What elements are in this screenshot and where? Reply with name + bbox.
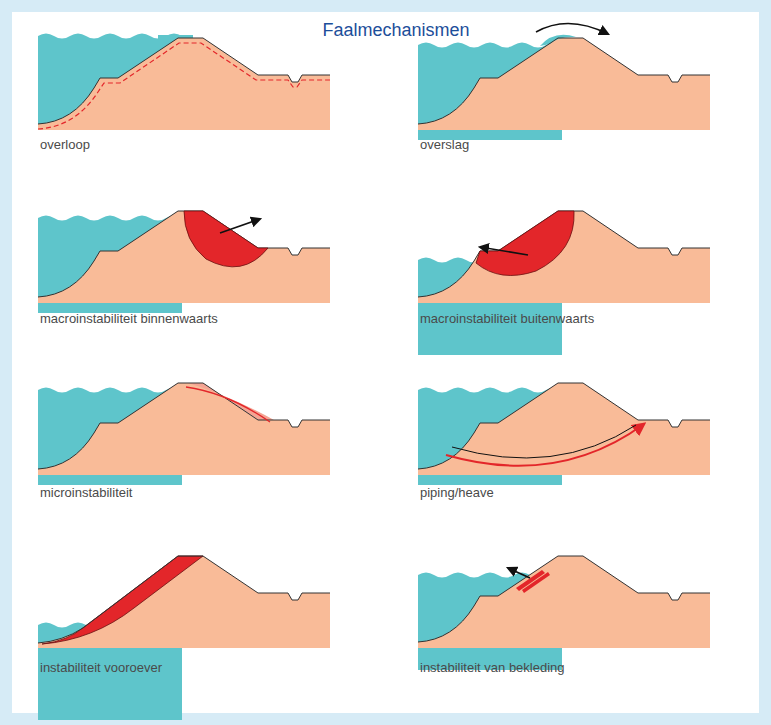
figure-caption: overloop <box>40 137 90 152</box>
figure-caption: microinstabiliteit <box>40 485 132 500</box>
figure-caption: piping/heave <box>420 485 494 500</box>
overtopping-figure <box>418 23 710 140</box>
outward-slip-figure <box>418 211 710 355</box>
foreshore-figure <box>38 556 330 720</box>
figure-caption: instabiliteit van bekleding <box>420 660 565 675</box>
figure-caption: macroinstabiliteit buitenwaarts <box>420 311 594 326</box>
diagram-title: Faalmechanismen <box>322 20 469 41</box>
figure-caption: instabiliteit vooroever <box>40 660 162 675</box>
piping-figure <box>418 383 710 485</box>
inward-slip-figure <box>38 211 330 313</box>
figure-caption: overslag <box>420 137 469 152</box>
figure-caption: macroinstabiliteit binnenwaarts <box>40 311 218 326</box>
overflow-figure <box>38 34 330 131</box>
revetment-figure <box>418 556 710 670</box>
panel-ground <box>12 12 759 713</box>
micro-instability-figure <box>38 383 330 485</box>
